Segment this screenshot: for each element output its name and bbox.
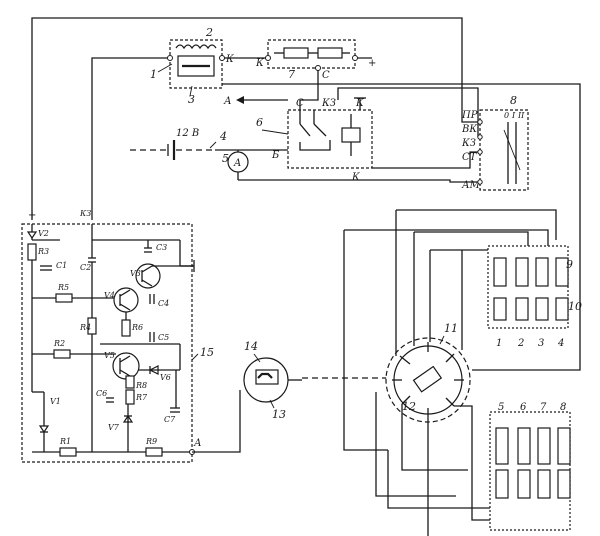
sw-v7: V7 <box>108 423 120 432</box>
sensor-wire <box>192 390 241 453</box>
sw-v4: V4 <box>104 291 115 300</box>
label-9: 9 <box>566 258 573 271</box>
sw-c3: C3 <box>156 243 167 252</box>
sw-v3: V3 <box>130 269 141 278</box>
label-4: 4 <box>219 130 227 143</box>
plug-2: 2 <box>517 338 524 349</box>
starter-relay: 6 С КЗ К К Б А <box>223 96 373 183</box>
sw-c7: C7 <box>164 415 176 424</box>
sw-v5: V5 <box>104 351 115 360</box>
sw-r1: R1 <box>59 437 71 446</box>
switch-term-pr: ПР <box>461 110 478 121</box>
sw-v1: V1 <box>50 397 61 406</box>
switch-kz: КЗ <box>79 209 91 218</box>
plugs-5-8: 5 6 7 8 <box>489 402 571 531</box>
plug-1: 1 <box>496 338 502 349</box>
plug-5: 5 <box>498 402 504 413</box>
battery-voltage: 12 В <box>176 128 199 139</box>
res-term-c: С <box>322 70 330 81</box>
switch-term-vk: ВК <box>461 124 477 135</box>
label-7: 7 <box>288 68 295 81</box>
top-wires <box>31 17 581 371</box>
label-1: 1 <box>150 68 157 81</box>
label-2: 2 <box>205 26 213 39</box>
battery-circuit: 12 В 4 A 5 <box>130 128 288 180</box>
plug-3: 3 <box>538 338 544 349</box>
label-3: 3 <box>188 93 195 106</box>
plug-8: 8 <box>560 402 566 413</box>
switch-pos-0: 0 <box>504 111 509 120</box>
ammeter-symbol: A <box>233 158 241 169</box>
label-10: 10 <box>568 300 582 313</box>
switch-pos-1: I <box>511 111 516 120</box>
plug-6: 6 <box>520 402 527 413</box>
distributor: 11 12 <box>385 322 471 423</box>
sw-c6: C6 <box>96 389 107 398</box>
sw-v6: V6 <box>160 373 171 382</box>
relay-term-c: С <box>296 98 304 109</box>
label-15: 15 <box>200 346 214 359</box>
coil-term-k: К <box>225 54 234 65</box>
relay-term-b: Б <box>271 150 280 161</box>
res-term-plus: + <box>368 58 376 69</box>
sw-r4: R4 <box>79 323 91 332</box>
label-14: 14 <box>244 340 258 353</box>
sw-r6: R6 <box>131 323 143 332</box>
relay-term-k-bottom: К <box>351 172 360 183</box>
switch-pos-2: II <box>517 111 525 120</box>
label-11: 11 <box>444 322 458 335</box>
sw-r2: R2 <box>53 339 65 348</box>
ignition-switch: 8 0 I II ПР ВК КЗ СТ АМ <box>461 94 529 191</box>
sw-r5: R5 <box>57 283 69 292</box>
sw-c1: C1 <box>56 261 67 270</box>
label-12: 12 <box>402 400 416 413</box>
switch-term-kz: КЗ <box>461 138 476 149</box>
label-13: 13 <box>272 408 286 421</box>
plug-wires-upper <box>343 209 557 451</box>
transistor-switch: 15 + КЗ V2 R3 C1 C3 V3 <box>21 209 214 463</box>
sw-c2: C2 <box>80 263 91 272</box>
switch-plus: + <box>28 210 36 221</box>
additional-resistor: К + С 7 <box>255 39 376 81</box>
plugs-1-4: 9 10 1 2 3 4 <box>487 245 582 349</box>
sw-r7: R7 <box>135 393 148 402</box>
label-8: 8 <box>510 94 517 107</box>
label-6: 6 <box>256 116 263 129</box>
plug-4: 4 <box>557 338 564 349</box>
sw-r9: R9 <box>145 437 157 446</box>
sw-c4: C4 <box>158 299 169 308</box>
sw-c5: C5 <box>158 333 169 342</box>
res-term-k: К <box>255 58 264 69</box>
contactless-sensor: 14 13 <box>243 340 302 421</box>
sw-r3: R3 <box>37 247 49 256</box>
switch-out-a: А <box>193 438 202 449</box>
sw-r8: R8 <box>135 381 147 390</box>
sw-v2: V2 <box>38 229 49 238</box>
ignition-coil: 2 1 3 К <box>150 26 234 106</box>
switch-term-st: СТ <box>462 152 478 163</box>
label-5: 5 <box>222 152 229 165</box>
plug-7: 7 <box>540 402 547 413</box>
switch-term-am: АМ <box>461 180 481 191</box>
relay-term-kz: КЗ <box>321 98 336 109</box>
relay-arrow-a: А <box>223 96 232 107</box>
